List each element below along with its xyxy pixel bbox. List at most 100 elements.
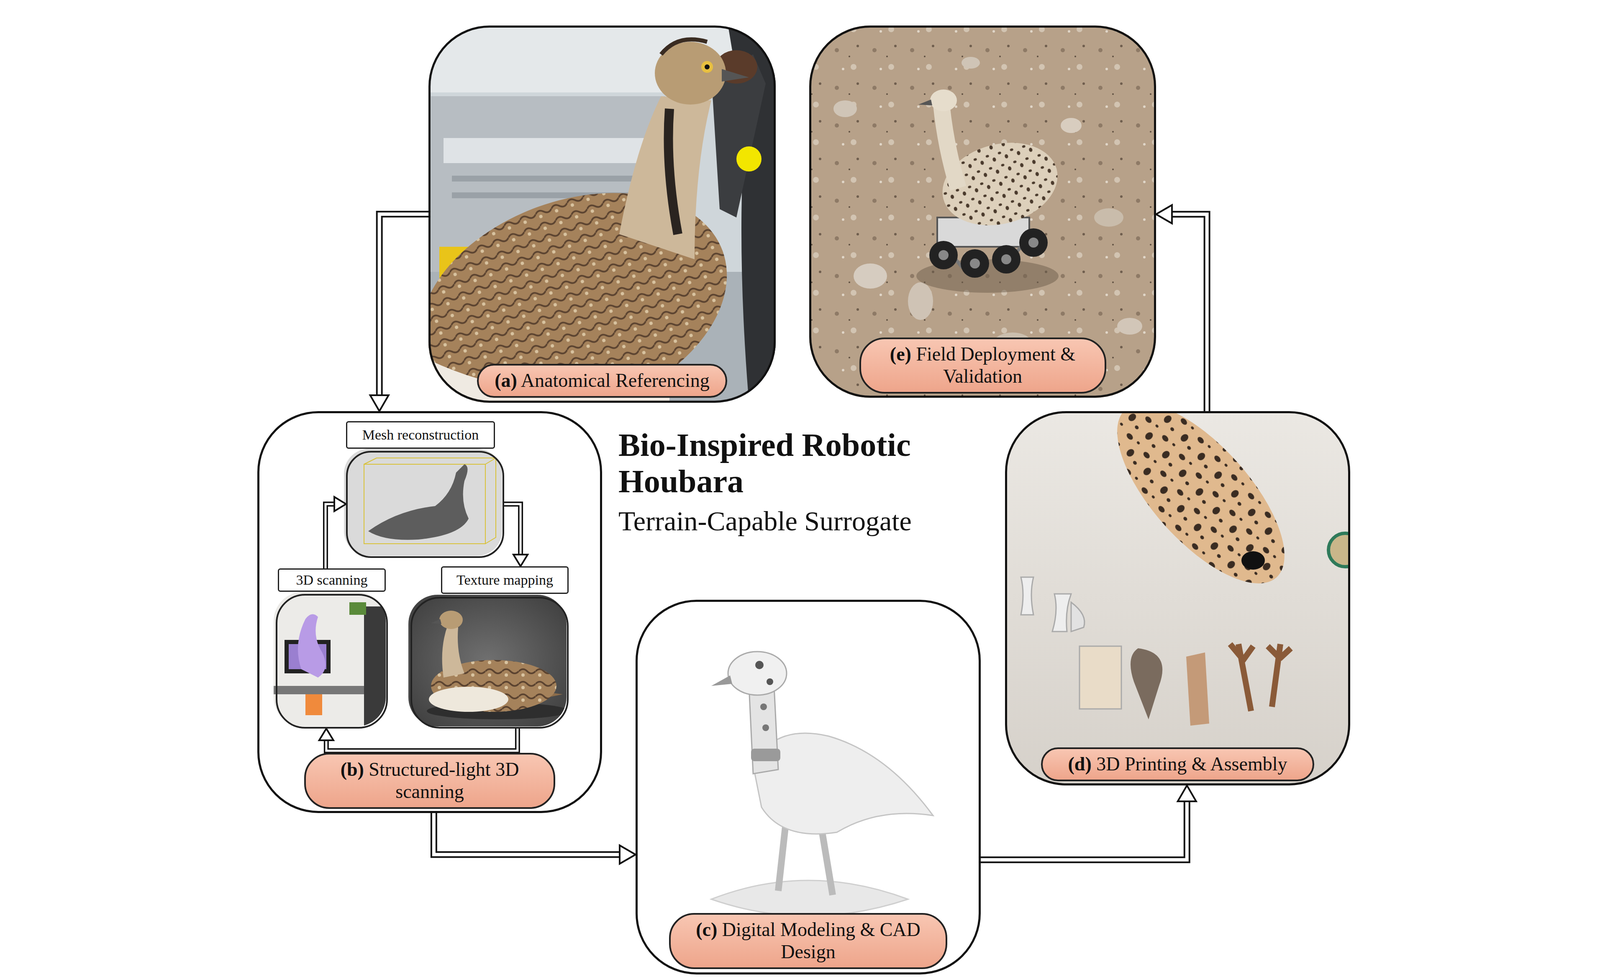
arrow-outline	[325, 504, 336, 569]
field-photo	[809, 25, 1157, 398]
image-frame	[275, 594, 388, 729]
illustration-rect	[273, 592, 386, 727]
illustration-ellipse	[439, 610, 463, 630]
stage-panel: (e) Field Deployment & Validation	[809, 25, 1157, 398]
double-arrow	[504, 504, 528, 567]
illustration-circle	[1028, 237, 1039, 248]
illustration-ellipse	[907, 282, 934, 321]
arrow-core	[980, 800, 1188, 861]
double-arrow	[1156, 205, 1208, 412]
illustration-circle	[1019, 228, 1048, 257]
illustration-path	[721, 69, 749, 82]
illustration-ellipse	[833, 100, 857, 118]
scanning-image	[273, 592, 386, 727]
stage-label: (c) Digital Modeling & CAD Design	[669, 913, 948, 970]
double-arrow	[319, 728, 518, 752]
illustration-circle	[1001, 254, 1012, 265]
double-arrow	[980, 785, 1197, 861]
illustration-ellipse	[1117, 317, 1143, 335]
illustration-path	[941, 104, 959, 189]
double-arrow	[433, 813, 636, 865]
double-arrow	[370, 214, 429, 412]
illustration-ellipse	[428, 152, 759, 403]
bird-photo	[428, 25, 776, 403]
illustration-path	[1186, 652, 1210, 726]
printed-parts-photo	[1005, 411, 1351, 786]
illustration-path	[1052, 594, 1072, 632]
arrow-core	[379, 214, 429, 397]
arrow-outline	[379, 214, 429, 397]
step-label: Mesh reconstruction	[346, 421, 495, 449]
illustration-circle	[938, 250, 949, 261]
arrow-core	[504, 504, 521, 557]
illustration-circle	[701, 61, 713, 73]
illustration-rect	[343, 448, 503, 557]
arrow-outline	[326, 728, 518, 752]
stage-label: (e) Field Deployment & Validation	[859, 337, 1107, 394]
illustration-ellipse	[853, 263, 888, 289]
illustration-ellipse	[1241, 551, 1265, 570]
illustration-circle	[766, 678, 774, 686]
illustration-path	[753, 733, 934, 835]
illustration-path	[364, 458, 496, 544]
illustration-path	[1071, 602, 1085, 632]
illustration-ellipse	[1094, 208, 1124, 227]
illustration-ellipse	[428, 687, 509, 713]
illustration-rect	[451, 175, 645, 182]
illustration-path	[1130, 648, 1163, 720]
title-text: Bio-Inspired Robotic Houbara	[618, 426, 981, 500]
step-label: 3D scanning	[277, 568, 386, 593]
arrow-head	[334, 497, 347, 512]
illustration-circle	[762, 724, 770, 732]
arrow-head	[370, 395, 389, 412]
illustration-circle	[992, 245, 1021, 274]
illustration-circle	[1328, 533, 1351, 567]
illustration-path	[1020, 577, 1034, 616]
illustration-circle	[760, 703, 767, 711]
stage-panel: (c) Digital Modeling & CAD Design	[635, 600, 981, 975]
illustration-circle	[755, 661, 764, 670]
stage-label: (a) Anatomical Referencing	[476, 364, 728, 398]
stage-panel: Mesh reconstruction 3D scanning Texture ma…	[257, 411, 603, 814]
illustration-path	[430, 619, 442, 625]
illustration-rect	[364, 606, 386, 727]
illustration-ellipse	[930, 89, 957, 112]
illustration-path	[1267, 644, 1291, 708]
cad-model	[711, 651, 934, 917]
arrow-head	[619, 845, 636, 865]
stage-label: (d) 3D Printing & Assembly	[1041, 747, 1315, 782]
illustration-rect	[1079, 646, 1122, 710]
arrow-outline	[980, 800, 1188, 861]
illustration-circle	[969, 258, 980, 269]
arrow-core	[325, 504, 336, 569]
illustration-path	[711, 880, 908, 917]
illustration-circle	[960, 249, 990, 278]
illustration-path	[368, 464, 469, 541]
illustration-path	[711, 675, 733, 687]
double-arrow	[325, 497, 347, 569]
subtitle-text: Terrain-Capable Surrogate	[618, 505, 981, 537]
illustration-circle	[704, 64, 710, 70]
illustration-rect	[809, 25, 1157, 398]
textured-bird-image	[408, 594, 567, 727]
step-label: Texture mapping	[441, 566, 569, 595]
illustration-path	[918, 99, 933, 106]
illustration-path	[668, 108, 679, 235]
step-box: Mesh reconstruction	[346, 421, 505, 559]
image-frame	[346, 451, 505, 559]
arrow-outline	[504, 504, 521, 557]
stage-label: (b) Structured-light 3D scanning	[304, 753, 556, 810]
illustration-ellipse	[728, 651, 787, 696]
step-box: 3D scanning	[275, 568, 388, 729]
illustration-rect	[305, 694, 323, 716]
image-frame	[410, 597, 569, 729]
stage-panel: (a) Anatomical Referencing	[428, 25, 776, 403]
illustration-circle	[929, 241, 958, 270]
arrow-head	[513, 554, 528, 567]
arrow-head	[319, 728, 334, 741]
arrow-core	[1170, 214, 1208, 412]
arrow-outline	[1170, 214, 1208, 412]
arrow-core	[326, 728, 518, 752]
